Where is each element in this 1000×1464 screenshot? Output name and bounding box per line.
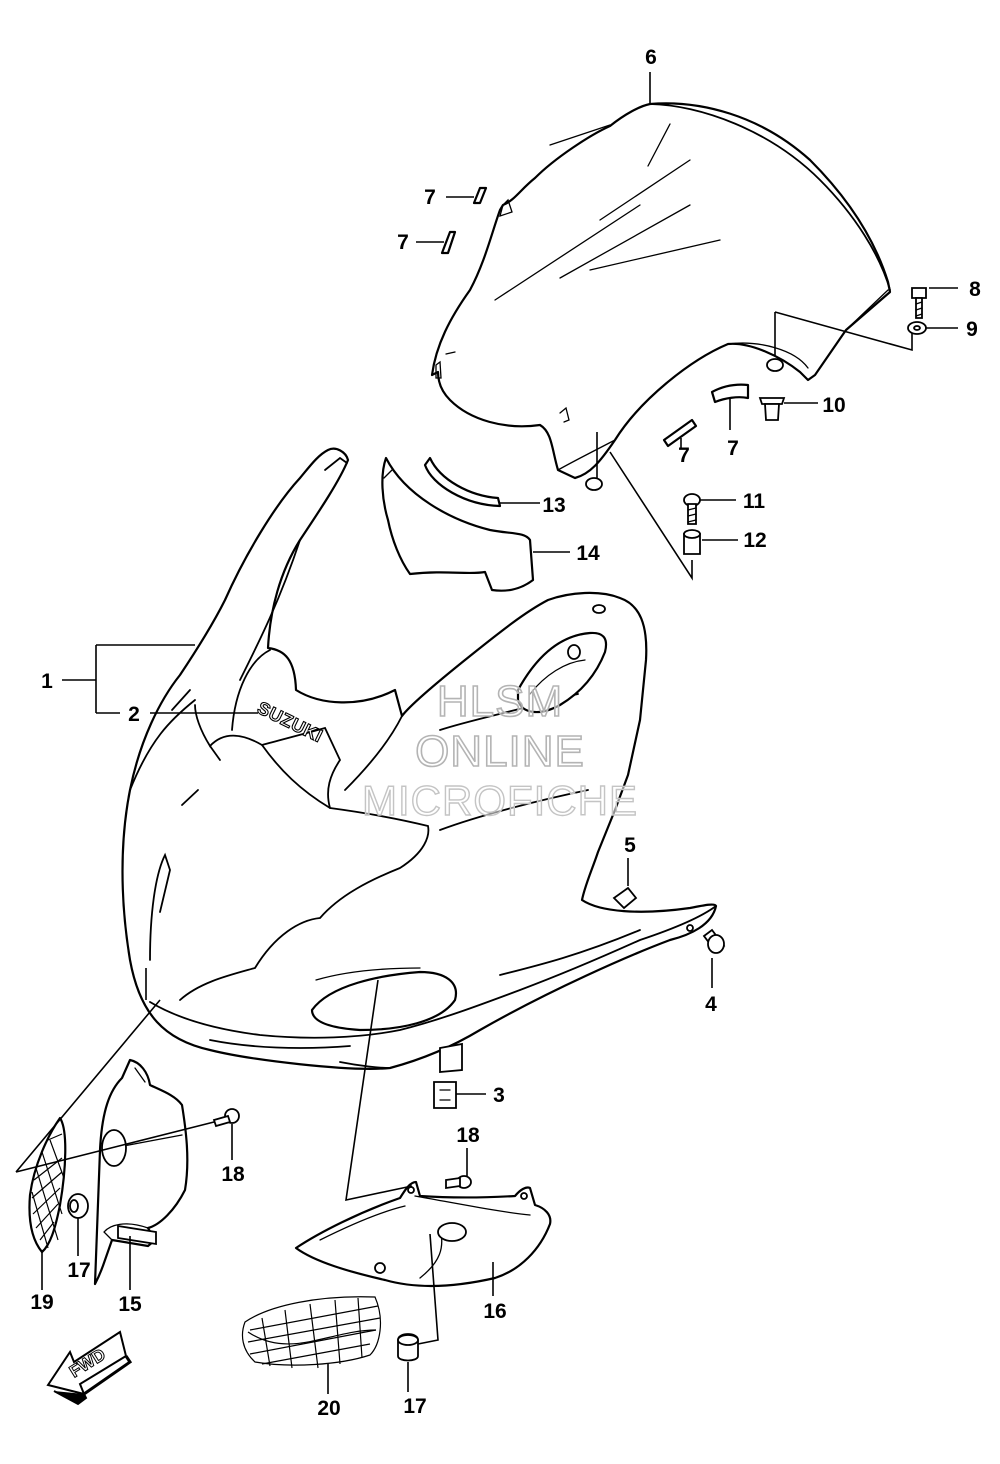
callout-12: 12 [743, 529, 766, 552]
leader-cowl-duct [15, 968, 215, 1173]
grommet-17-left[interactable] [67, 1193, 89, 1219]
upper-cowling[interactable]: SUZUKI [121, 447, 718, 1073]
callout-20: 20 [317, 1397, 340, 1420]
callout-16: 16 [483, 1300, 506, 1323]
well-nut-10[interactable] [758, 397, 786, 421]
callout-7a: 7 [424, 186, 436, 209]
callout-2: 2 [128, 703, 140, 726]
callout-7c: 7 [727, 437, 739, 460]
air-duct-left[interactable] [93, 1058, 189, 1286]
callout-11: 11 [743, 490, 766, 513]
callout-1: 1 [41, 670, 53, 693]
leader-1 [62, 644, 195, 714]
callout-8: 8 [969, 278, 981, 301]
trim-strip[interactable] [423, 456, 502, 508]
callout-14: 14 [576, 542, 600, 565]
washer-9[interactable] [907, 321, 927, 335]
callout-18a: 18 [456, 1124, 480, 1147]
callout-9: 9 [966, 318, 978, 341]
screw-4[interactable] [702, 928, 726, 954]
callout-19: 19 [30, 1291, 53, 1314]
meter-cover-panel[interactable] [381, 456, 535, 592]
screw-18-center[interactable] [445, 1175, 472, 1190]
watermark-line-3: MICROFICHE [361, 777, 638, 824]
mesh-grille-left[interactable] [28, 1116, 67, 1254]
callout-4: 4 [705, 993, 717, 1016]
watermark-line-2: ONLINE [414, 727, 585, 776]
nut-3[interactable] [433, 1081, 457, 1109]
callout-6: 6 [645, 46, 657, 69]
leader-17b [407, 1233, 439, 1392]
screw-8[interactable] [911, 287, 927, 319]
callout-10: 10 [822, 394, 845, 417]
screw-11[interactable] [683, 493, 701, 525]
nut-12[interactable] [683, 529, 701, 555]
callout-17a: 17 [67, 1259, 90, 1282]
callout-17b: 17 [403, 1395, 426, 1418]
callout-15: 15 [118, 1293, 142, 1316]
callout-7d: 7 [678, 444, 690, 467]
callout-3: 3 [493, 1084, 505, 1107]
callout-5: 5 [624, 834, 636, 857]
grommet-17-center[interactable] [397, 1333, 419, 1362]
screw-18-left[interactable] [212, 1108, 240, 1128]
callout-18b: 18 [221, 1163, 245, 1186]
decal-strips[interactable] [440, 186, 750, 448]
callout-13: 13 [542, 494, 565, 517]
fwd-arrow-icon: FWD [46, 1330, 133, 1406]
callout-7b: 7 [397, 231, 409, 254]
leader-8-9 [774, 311, 913, 356]
leader-10-12 [596, 432, 693, 581]
windscreen[interactable] [430, 102, 892, 491]
air-duct-center[interactable] [294, 1180, 552, 1287]
watermark-line-1: HLSM [436, 677, 564, 726]
leader-cowl-center [345, 979, 413, 1202]
mesh-net-center[interactable] [241, 1296, 381, 1369]
